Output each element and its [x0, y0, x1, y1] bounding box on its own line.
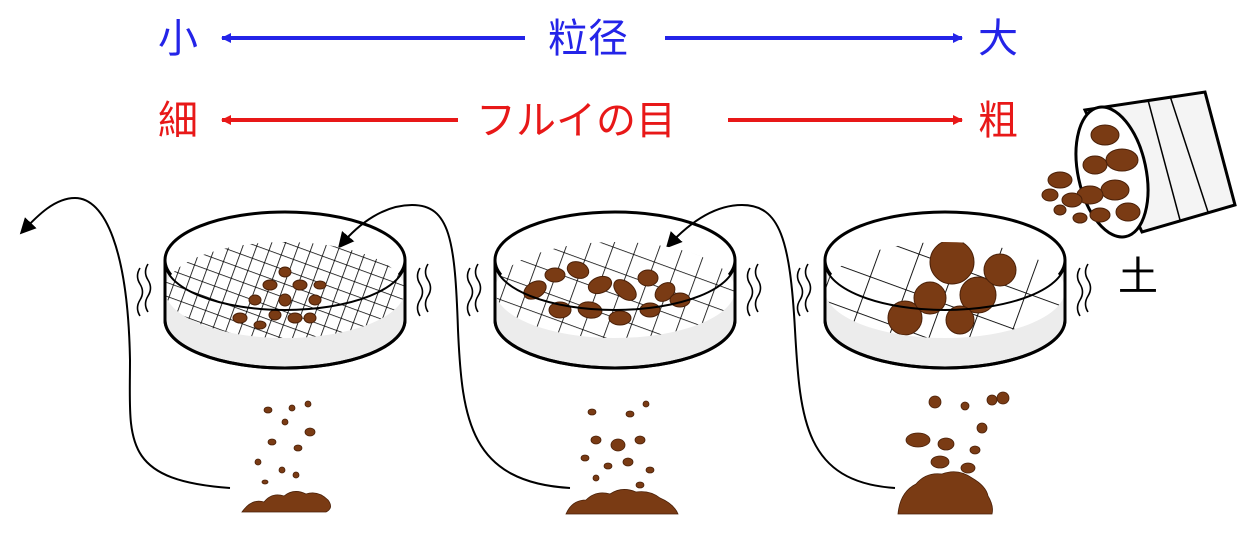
large-label: 大	[978, 16, 1018, 62]
sieve-mesh-scale: 細 フルイの目 粗	[158, 98, 1018, 144]
fine-label: 細	[158, 98, 198, 144]
transfer-paths	[19, 196, 896, 489]
soil-label: 土	[1118, 254, 1158, 300]
vibration-marks	[136, 263, 1092, 317]
falling-soil	[241, 391, 1010, 515]
small-label: 小	[158, 16, 198, 62]
coarse-label: 粗	[978, 98, 1018, 144]
particle-size-label: 粒径	[548, 16, 628, 62]
sieve-fine	[163, 210, 407, 370]
transfer-arrow-out-icon	[19, 196, 231, 489]
transfer-arrow-to-medium-icon	[665, 203, 896, 489]
soil-cup	[1041, 90, 1237, 239]
particle-size-scale: 小 粒径 大	[158, 16, 1018, 62]
sieve-medium	[493, 210, 737, 370]
sieve-coarse	[823, 210, 1067, 370]
transfer-arrow-to-fine-icon	[337, 203, 571, 489]
sieve-mesh-label: フルイの目	[476, 98, 676, 144]
